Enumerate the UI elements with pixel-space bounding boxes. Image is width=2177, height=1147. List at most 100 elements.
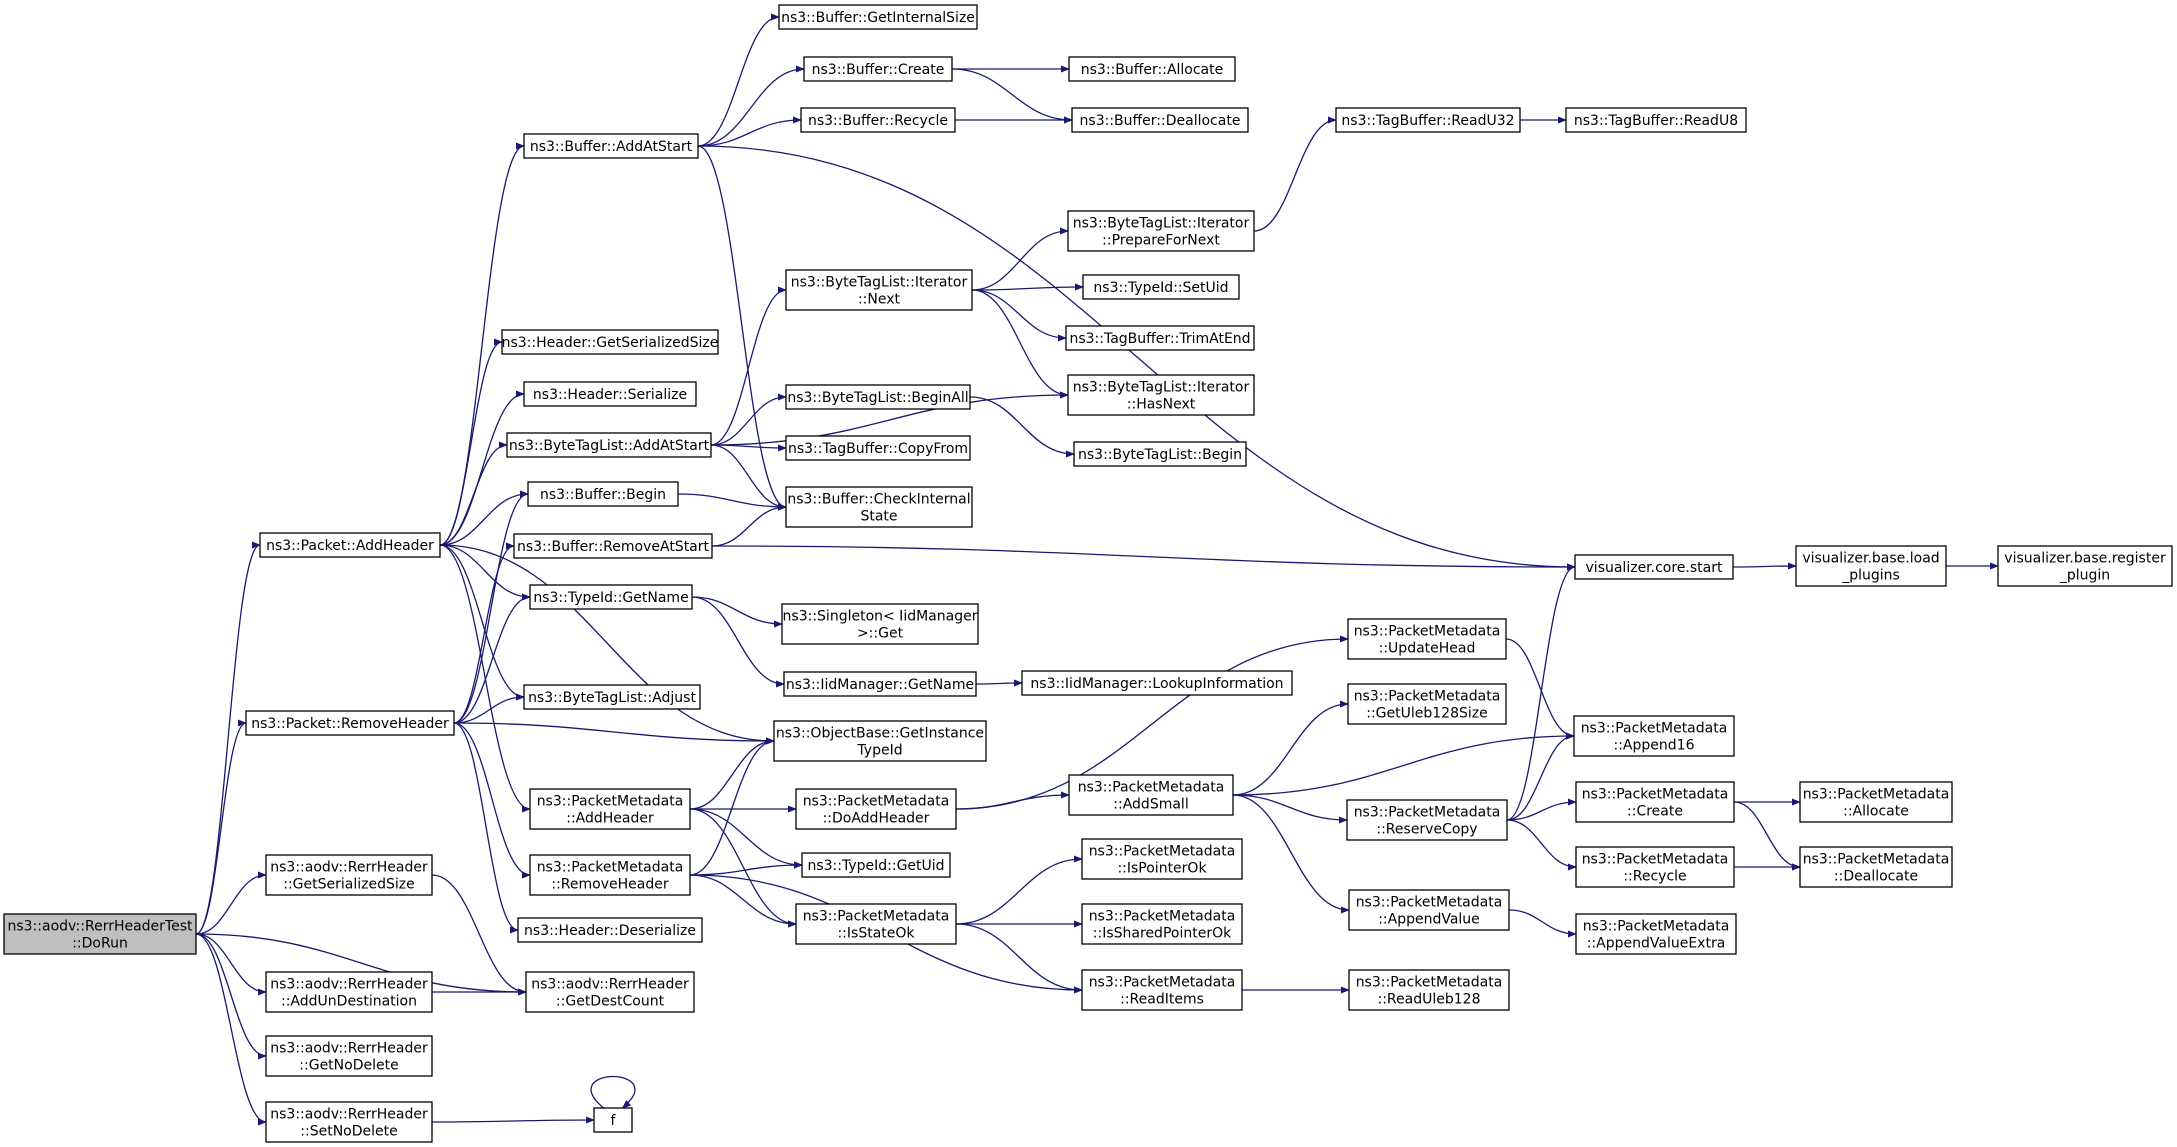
node-label: ns3::ByteTagList::Iterator — [791, 275, 968, 291]
node-buffer_removeatstart[interactable]: ns3::Buffer::RemoveAtStart — [513, 533, 713, 559]
node-header_deserialize[interactable]: ns3::Header::Deserialize — [517, 917, 703, 943]
node-tb_readu8[interactable]: ns3::TagBuffer::ReadU8 — [1565, 107, 1747, 133]
node-pm_create[interactable]: ns3::PacketMetadata::Create — [1575, 781, 1735, 823]
node-btl_it_next[interactable]: ns3::ByteTagList::Iterator::Next — [785, 269, 973, 311]
node-tb_readu32[interactable]: ns3::TagBuffer::ReadU32 — [1335, 107, 1521, 133]
node-header_getsersize[interactable]: ns3::Header::GetSerializedSize — [501, 329, 719, 355]
edge-buffer_removeatstart-to-vis_core_start — [711, 545, 1576, 571]
node-pm_deallocate[interactable]: ns3::PacketMetadata::Deallocate — [1799, 846, 1953, 888]
node-vis_core_start[interactable]: visualizer.core.start — [1574, 554, 1734, 580]
node-box — [1081, 969, 1243, 1011]
node-pm_recycle[interactable]: ns3::PacketMetadata::Recycle — [1575, 846, 1735, 888]
edge-pm_addheader-to-typeid_getuid — [689, 808, 803, 869]
node-pm_appendvalueextra[interactable]: ns3::PacketMetadata::AppendValueExtra — [1575, 913, 1737, 955]
edge-btl_it_next-to-typeid_setuid — [971, 283, 1084, 291]
node-typeid_setuid[interactable]: ns3::TypeId::SetUid — [1082, 274, 1240, 300]
node-pm_isstateok[interactable]: ns3::PacketMetadata::IsStateOk — [795, 903, 957, 945]
node-box — [1065, 325, 1255, 351]
node-getserializedsize_rerr[interactable]: ns3::aodv::RerrHeader::GetSerializedSize — [265, 854, 433, 896]
node-label: ::Allocate — [1843, 804, 1909, 820]
edge-addheader-to-header_getsersize — [439, 338, 503, 546]
node-pm_allocate[interactable]: ns3::PacketMetadata::Allocate — [1799, 781, 1953, 823]
node-btl_it_preparefornext[interactable]: ns3::ByteTagList::Iterator::PrepareForNe… — [1067, 210, 1255, 252]
node-pm_addsmall[interactable]: ns3::PacketMetadata::AddSmall — [1068, 774, 1234, 816]
edge-addheader-to-typeid_getname — [439, 544, 531, 601]
node-box — [1799, 781, 1953, 823]
node-btl_addatstart[interactable]: ns3::ByteTagList::AddAtStart — [506, 432, 712, 458]
node-buffer_begin[interactable]: ns3::Buffer::Begin — [527, 481, 679, 507]
node-label: ns3::Header::Serialize — [533, 387, 687, 403]
node-buffer_getinternalsize[interactable]: ns3::Buffer::GetInternalSize — [778, 4, 978, 30]
node-pm_issharedpointerok[interactable]: ns3::PacketMetadata::IsSharedPointerOk — [1081, 903, 1243, 945]
edge-btl_addatstart-to-btl_beginall — [710, 393, 787, 446]
edge-removeheader-to-btl_adjust — [453, 693, 525, 724]
node-buffer_addatstart[interactable]: ns3::Buffer::AddAtStart — [523, 133, 699, 159]
edge-dorun-to-addheader — [195, 541, 261, 935]
node-btl_begin[interactable]: ns3::ByteTagList::Begin — [1073, 441, 1247, 467]
node-f[interactable]: f — [593, 1107, 633, 1133]
node-getdestcount[interactable]: ns3::aodv::RerrHeader::GetDestCount — [525, 971, 695, 1013]
node-pm_removeheader[interactable]: ns3::PacketMetadata::RemoveHeader — [529, 854, 691, 896]
node-btl_it_hasnext[interactable]: ns3::ByteTagList::Iterator::HasNext — [1067, 374, 1255, 416]
node-box — [1071, 107, 1249, 133]
edge-buffer_addatstart-to-buffer_recycle — [697, 116, 802, 147]
node-pm_readuleb128[interactable]: ns3::PacketMetadata::ReadUleb128 — [1348, 969, 1510, 1011]
node-label: ns3::PacketMetadata — [1803, 787, 1950, 803]
edge-addheader-to-objectbase_gitid — [439, 544, 775, 745]
node-pm_readitems[interactable]: ns3::PacketMetadata::ReadItems — [1081, 969, 1243, 1011]
node-label: ns3::aodv::RerrHeaderTest — [7, 919, 193, 935]
node-setnodelete[interactable]: ns3::aodv::RerrHeader::SetNoDelete — [265, 1101, 433, 1143]
node-box — [1067, 210, 1255, 252]
node-btl_adjust[interactable]: ns3::ByteTagList::Adjust — [523, 684, 701, 710]
node-tb_trimatend[interactable]: ns3::TagBuffer::TrimAtEnd — [1065, 325, 1255, 351]
node-pm_updatehead[interactable]: ns3::PacketMetadata::UpdateHead — [1347, 618, 1507, 660]
node-buffer_allocate[interactable]: ns3::Buffer::Allocate — [1068, 56, 1236, 82]
node-singleton_get[interactable]: ns3::Singleton< IidManager >::Get — [781, 603, 979, 645]
node-typeid_getname[interactable]: ns3::TypeId::GetName — [529, 584, 693, 610]
node-pm_doaddheader[interactable]: ns3::PacketMetadata::DoAddHeader — [795, 788, 957, 830]
node-pm_addheader[interactable]: ns3::PacketMetadata::AddHeader — [529, 788, 691, 830]
node-box — [1067, 374, 1255, 416]
node-label: ::HasNext — [1127, 397, 1196, 413]
edge-addheader-to-btl_adjust — [439, 544, 525, 701]
node-pm_appendvalue[interactable]: ns3::PacketMetadata::AppendValue — [1348, 889, 1510, 931]
node-pm_append16[interactable]: ns3::PacketMetadata::Append16 — [1573, 715, 1735, 757]
node-addheader[interactable]: ns3::Packet::AddHeader — [259, 532, 441, 558]
node-label: ::Recycle — [1623, 869, 1686, 885]
node-pm_getuleb128size[interactable]: ns3::PacketMetadata::GetUleb128Size — [1347, 683, 1507, 725]
node-iid_getname[interactable]: ns3::IidManager::GetName — [783, 671, 977, 697]
edge-setnodelete-to-f — [431, 1116, 595, 1124]
edge-removeheader-to-pm_removeheader — [453, 722, 531, 879]
node-box — [506, 432, 712, 458]
node-buffer_create[interactable]: ns3::Buffer::Create — [803, 56, 953, 82]
node-box — [265, 971, 433, 1013]
node-dorun: ns3::aodv::RerrHeaderTest::DoRun — [3, 913, 197, 955]
node-removeheader[interactable]: ns3::Packet::RemoveHeader — [245, 710, 455, 736]
node-header_serialize[interactable]: ns3::Header::Serialize — [523, 381, 697, 407]
node-typeid_getuid[interactable]: ns3::TypeId::GetUid — [801, 852, 951, 878]
node-pm_ispointerok[interactable]: ns3::PacketMetadata::IsPointerOk — [1081, 838, 1243, 880]
node-pm_reservecopy[interactable]: ns3::PacketMetadata::ReserveCopy — [1346, 799, 1508, 841]
node-label: ::ReadItems — [1120, 992, 1204, 1008]
node-label: ns3::PacketMetadata — [1356, 895, 1503, 911]
node-label: ns3::PacketMetadata — [1089, 909, 1236, 925]
node-iid_lookupinfo[interactable]: ns3::IidManager::LookupInformation — [1021, 670, 1293, 696]
node-label: ns3::aodv::RerrHeader — [270, 1107, 428, 1123]
node-box — [513, 533, 713, 559]
node-buffer_recycle[interactable]: ns3::Buffer::Recycle — [800, 107, 956, 133]
node-tb_copyfrom[interactable]: ns3::TagBuffer::CopyFrom — [785, 435, 971, 461]
node-label: ::PrepareForNext — [1102, 233, 1220, 249]
node-label: ns3::PacketMetadata — [537, 794, 684, 810]
node-box — [1081, 838, 1243, 880]
edge-buffer_removeatstart-to-buffer_checkinternal — [711, 503, 787, 547]
node-label: ns3::TagBuffer::ReadU32 — [1341, 113, 1514, 129]
node-getnodelete[interactable]: ns3::aodv::RerrHeader::GetNoDelete — [265, 1035, 433, 1077]
node-vis_base_register[interactable]: visualizer.base.register_plugin — [1997, 545, 2173, 587]
node-btl_beginall[interactable]: ns3::ByteTagList::BeginAll — [785, 384, 971, 410]
node-vis_base_load[interactable]: visualizer.base.load_plugins — [1795, 545, 1947, 587]
node-addundest[interactable]: ns3::aodv::RerrHeader::AddUnDestination — [265, 971, 433, 1013]
node-label: ::IsStateOk — [837, 926, 915, 942]
node-buffer_deallocate[interactable]: ns3::Buffer::Deallocate — [1071, 107, 1249, 133]
